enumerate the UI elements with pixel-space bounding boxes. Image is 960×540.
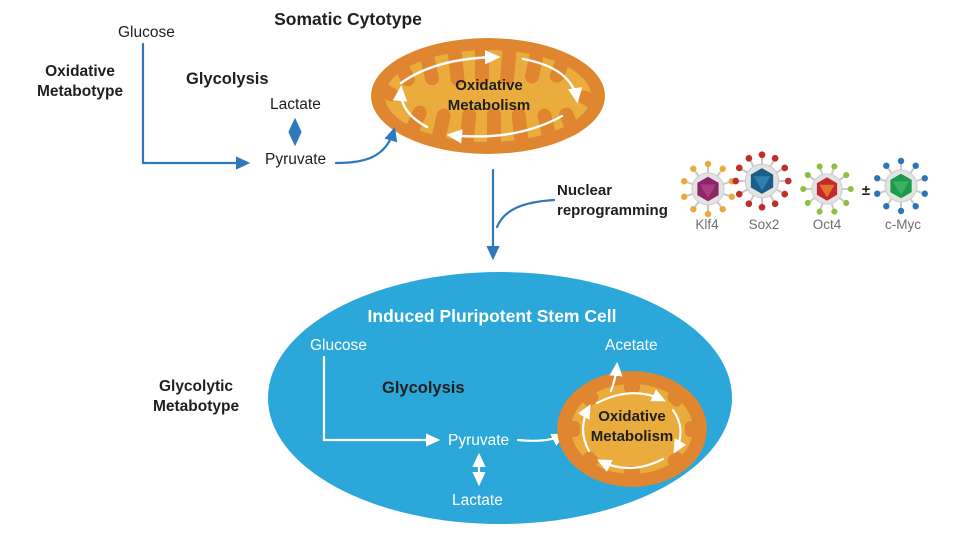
cristae xyxy=(560,373,705,486)
somatic-mitochondrion-icon xyxy=(371,38,605,154)
arrow-ipsc-glucose-to-pyruvate xyxy=(322,355,441,447)
plus-minus-sign: ± xyxy=(861,182,871,199)
cristae xyxy=(375,40,601,152)
arrow-mitochondrion-to-acetate xyxy=(609,361,623,393)
somatic-mitochondrion-label: Oxidative Metabolism xyxy=(447,77,531,114)
somatic-flow-arrows xyxy=(141,42,556,261)
virus-icon-klf4 xyxy=(679,159,737,219)
nuclear-reprogramming-label: Nuclear reprogramming xyxy=(557,182,668,219)
oxidative-metabotype-label: Oxidative Metabotype xyxy=(36,63,124,100)
arrow-pyruvate-to-mitochondrion xyxy=(334,126,398,165)
virus-icon-cmyc xyxy=(872,156,930,216)
factor-label-oct4: Oct4 xyxy=(812,217,842,232)
reprogramming-label-connector xyxy=(495,198,556,229)
factor-label-klf4: Klf4 xyxy=(695,217,719,232)
ipsc-acetate-label: Acetate xyxy=(605,337,658,354)
reprogramming-factors xyxy=(679,150,930,219)
ipsc-mitochondrion-label: Oxidative Metabolism xyxy=(590,408,674,445)
virus-icon-sox2 xyxy=(731,150,793,212)
factor-label-cmyc: c-Myc xyxy=(885,217,921,232)
somatic-pyruvate-label: Pyruvate xyxy=(265,151,327,168)
ipsc-glycolysis-label: Glycolysis xyxy=(382,379,465,397)
ipsc-mitochondrion-icon xyxy=(557,371,707,487)
arrow-glucose-to-pyruvate xyxy=(141,42,251,170)
ipsc-lactate-label: Lactate xyxy=(452,492,503,509)
oxidative-cycle-arrows xyxy=(577,389,687,472)
ipsc-pyruvate-label: Pyruvate xyxy=(448,432,510,449)
somatic-cytotype-title: Somatic Cytotype xyxy=(274,9,422,29)
somatic-lactate-label: Lactate xyxy=(270,96,321,113)
ipsc-glucose-label: Glucose xyxy=(310,337,367,354)
virus-icon-oct4 xyxy=(799,161,855,217)
ipsc-title: Induced Pluripotent Stem Cell xyxy=(367,306,617,326)
factor-label-sox2: Sox2 xyxy=(748,217,780,232)
somatic-glycolysis-label: Glycolysis xyxy=(186,70,269,88)
glycolytic-metabotype-label: Glycolytic Metabotype xyxy=(152,378,240,415)
somatic-glucose-label: Glucose xyxy=(118,24,175,41)
oxidative-cycle-arrows xyxy=(392,50,583,144)
